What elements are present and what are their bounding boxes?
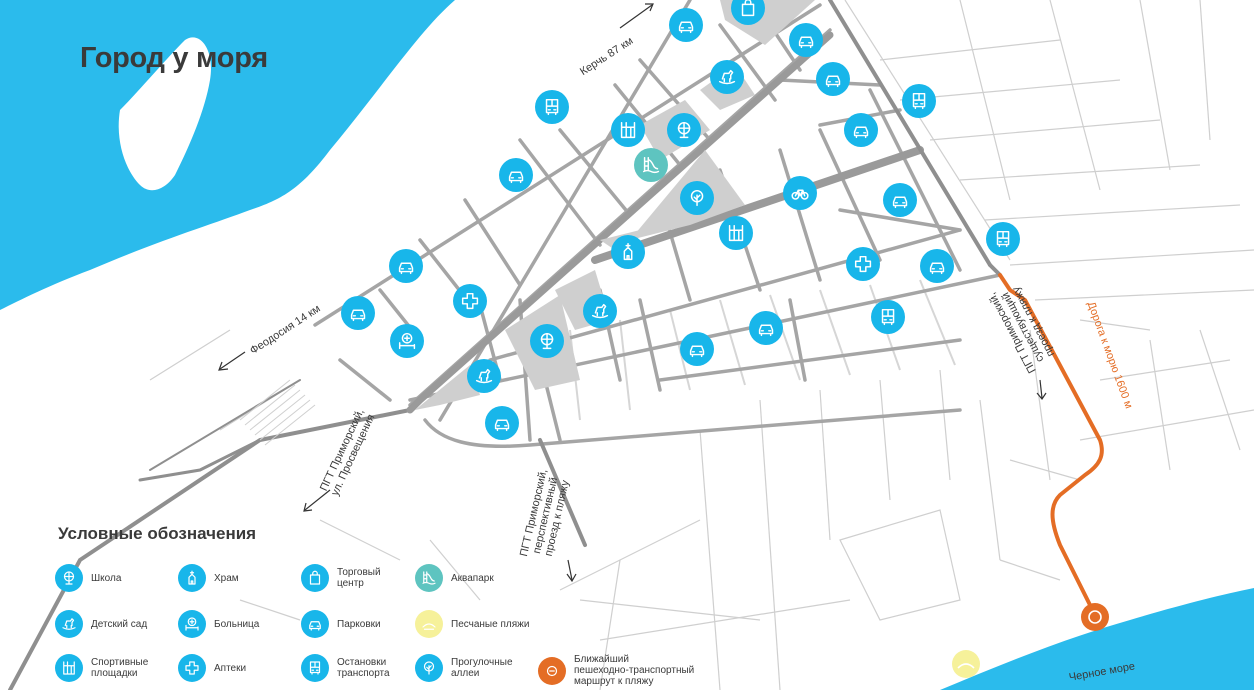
peninsula-land: [118, 37, 211, 191]
legend-label: Остановки транспорта: [337, 657, 390, 679]
main-roads: [8, 0, 1002, 690]
sports-ground-icon: [719, 216, 753, 250]
rocking-horse-icon: [467, 359, 501, 393]
car-icon: [301, 610, 329, 638]
hospital-bed-icon: [178, 610, 206, 638]
shopping-bag-icon: [731, 0, 765, 25]
sand-beach-wave: [957, 663, 975, 669]
car-icon: [920, 249, 954, 283]
legend-item-temple: Храм: [178, 564, 239, 592]
bus-icon: [535, 90, 569, 124]
pharmacy-cross-icon: [178, 654, 206, 682]
pharmacy-cross-icon: [846, 247, 880, 281]
car-icon: [749, 311, 783, 345]
sand-beach-icon: [415, 610, 443, 638]
legend-item-mall: Торговый центр: [301, 564, 381, 592]
legend-title: Условные обозначения: [58, 524, 257, 543]
globe-icon: [530, 324, 564, 358]
globe-icon: [667, 113, 701, 147]
legend-item-hospital: Больница: [178, 610, 259, 638]
car-icon: [816, 62, 850, 96]
car-icon: [669, 8, 703, 42]
legend-label: Прогулочные аллеи: [451, 657, 513, 679]
car-icon: [680, 332, 714, 366]
hospital-bed-icon: [390, 324, 424, 358]
rocking-horse-icon: [710, 60, 744, 94]
car-icon: [883, 183, 917, 217]
black-sea-water: [940, 588, 1254, 690]
sports-ground-icon: [611, 113, 645, 147]
map-title: Город у моря: [80, 42, 268, 74]
direction-arrows: [218, 3, 1047, 583]
car-icon: [389, 249, 423, 283]
legend-label: Торговый центр: [337, 567, 381, 589]
rocking-horse-icon: [55, 610, 83, 638]
sports-ground-icon: [55, 654, 83, 682]
car-icon: [844, 113, 878, 147]
car-icon: [499, 158, 533, 192]
car-icon: [341, 296, 375, 330]
bay-water: [0, 0, 455, 310]
route-icon: [538, 656, 566, 685]
beach-route: [998, 273, 1104, 617]
waterslide-icon: [415, 564, 443, 592]
bus-icon: [902, 84, 936, 118]
legend-label: Аквапарк: [451, 572, 494, 584]
legend-label: Детский сад: [91, 618, 148, 630]
rocking-horse-icon: [583, 294, 617, 328]
legend-label: Песчаные пляжи: [451, 618, 530, 630]
legend-item-route: Ближайший пешеходно-транспортный маршрут…: [538, 654, 694, 687]
tree-icon: [680, 181, 714, 215]
legend-item-bus: Остановки транспорта: [301, 654, 390, 682]
bus-icon: [871, 300, 905, 334]
pharmacy-cross-icon: [453, 284, 487, 318]
map-icons: [341, 0, 1020, 440]
legend-label: Ближайший пешеходно-транспортный маршрут…: [574, 654, 695, 687]
shopping-bag-icon: [301, 564, 329, 592]
waterslide-icon: [634, 148, 668, 182]
legend-label: Школа: [91, 572, 122, 584]
legend-label: Больница: [214, 618, 260, 630]
car-icon: [789, 23, 823, 57]
bus-icon: [986, 222, 1020, 256]
legend-item-school: Школа: [55, 564, 121, 592]
car-icon: [485, 406, 519, 440]
minor-roads: [149, 0, 1254, 690]
route-endpoint-mark: [1088, 610, 1102, 624]
legend-label: Спортивные площадки: [91, 657, 149, 679]
legend-item-parking: Парковки: [301, 610, 381, 638]
church-icon: [178, 564, 206, 592]
legend-item-sports: Спортивные площадки: [55, 654, 148, 682]
tree-icon: [415, 654, 443, 682]
legend-label: Аптеки: [214, 662, 247, 674]
globe-icon: [55, 564, 83, 592]
bus-icon: [301, 654, 329, 682]
route-endpoint-icon: [1081, 603, 1109, 631]
parking-lot: [239, 379, 316, 446]
legend-item-alley: Прогулочные аллеи: [415, 654, 513, 682]
sector-streets: [569, 279, 956, 421]
church-icon: [611, 235, 645, 269]
legend-item-beach: Песчаные пляжи: [415, 610, 529, 638]
legend-item-kindergarten: Детский сад: [55, 610, 147, 638]
legend-label: Храм: [214, 572, 239, 584]
legend-label: Парковки: [337, 618, 381, 630]
legend-item-aquapark: Аквапарк: [415, 564, 494, 592]
bike-icon: [783, 176, 817, 210]
legend-item-pharmacy: Аптеки: [178, 654, 246, 682]
